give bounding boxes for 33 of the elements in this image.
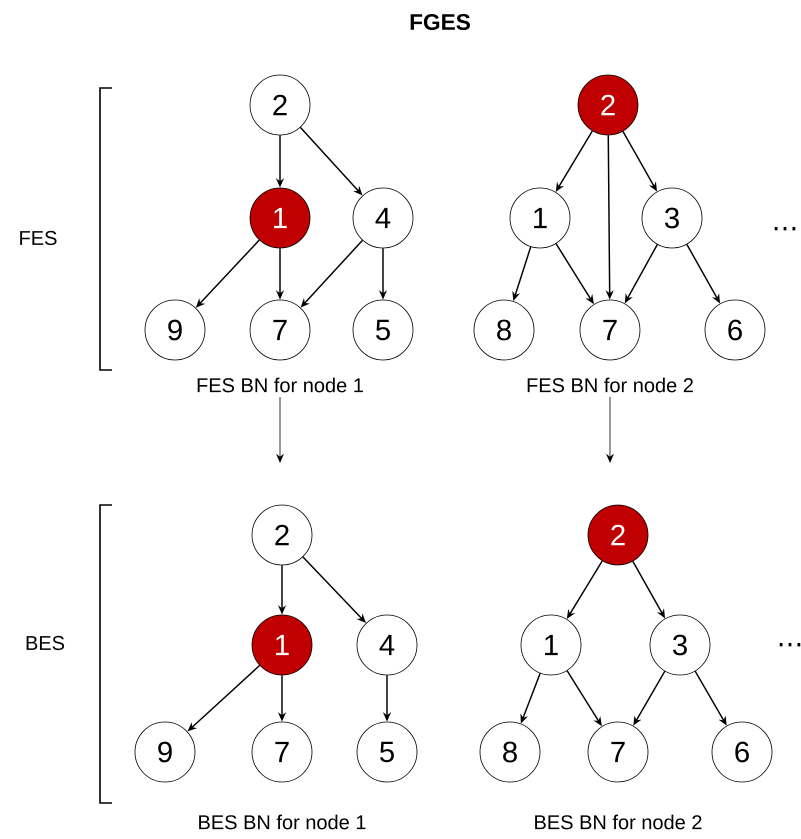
graph-node: 9: [144, 300, 206, 360]
graph-node: 6: [712, 722, 772, 782]
graph-caption: BES BN for node 2: [535, 814, 702, 830]
title: FGES: [410, 14, 470, 30]
graph-node: 2: [252, 504, 312, 566]
side-label: BES: [26, 636, 64, 650]
graph-node: 2: [250, 74, 310, 136]
graph-node: 7: [250, 300, 310, 360]
graph-node: 4: [356, 614, 418, 676]
graph-node: 7: [252, 722, 312, 782]
graph-caption: FES BN for node 1: [198, 378, 363, 392]
graph-node: 1: [520, 614, 582, 676]
graph-caption: FES BN for node 2: [528, 378, 693, 392]
graph-node: 8: [480, 722, 540, 782]
graph-node: 4: [352, 188, 414, 248]
graph-node: 6: [704, 300, 766, 360]
graph-node: 3: [642, 188, 702, 248]
graph-node: 2: [578, 74, 638, 136]
graph-node: 8: [474, 300, 534, 360]
graph-node: 7: [588, 722, 648, 782]
graph-node: 1: [510, 188, 570, 248]
side-label: FES: [20, 230, 57, 246]
ellipsis: ⋯: [774, 227, 796, 230]
ellipsis: ⋯: [780, 643, 800, 646]
graph-node: 1: [250, 188, 310, 248]
graph-node: 7: [580, 300, 640, 360]
graph-caption: BES BN for node 1: [199, 814, 366, 830]
graph-node: 1: [252, 614, 312, 676]
graph-node: 3: [650, 614, 710, 676]
graph-node: 2: [588, 504, 648, 566]
graph-node: 5: [352, 300, 414, 360]
graph-node: 5: [356, 722, 418, 782]
graph-node: 9: [134, 722, 196, 782]
